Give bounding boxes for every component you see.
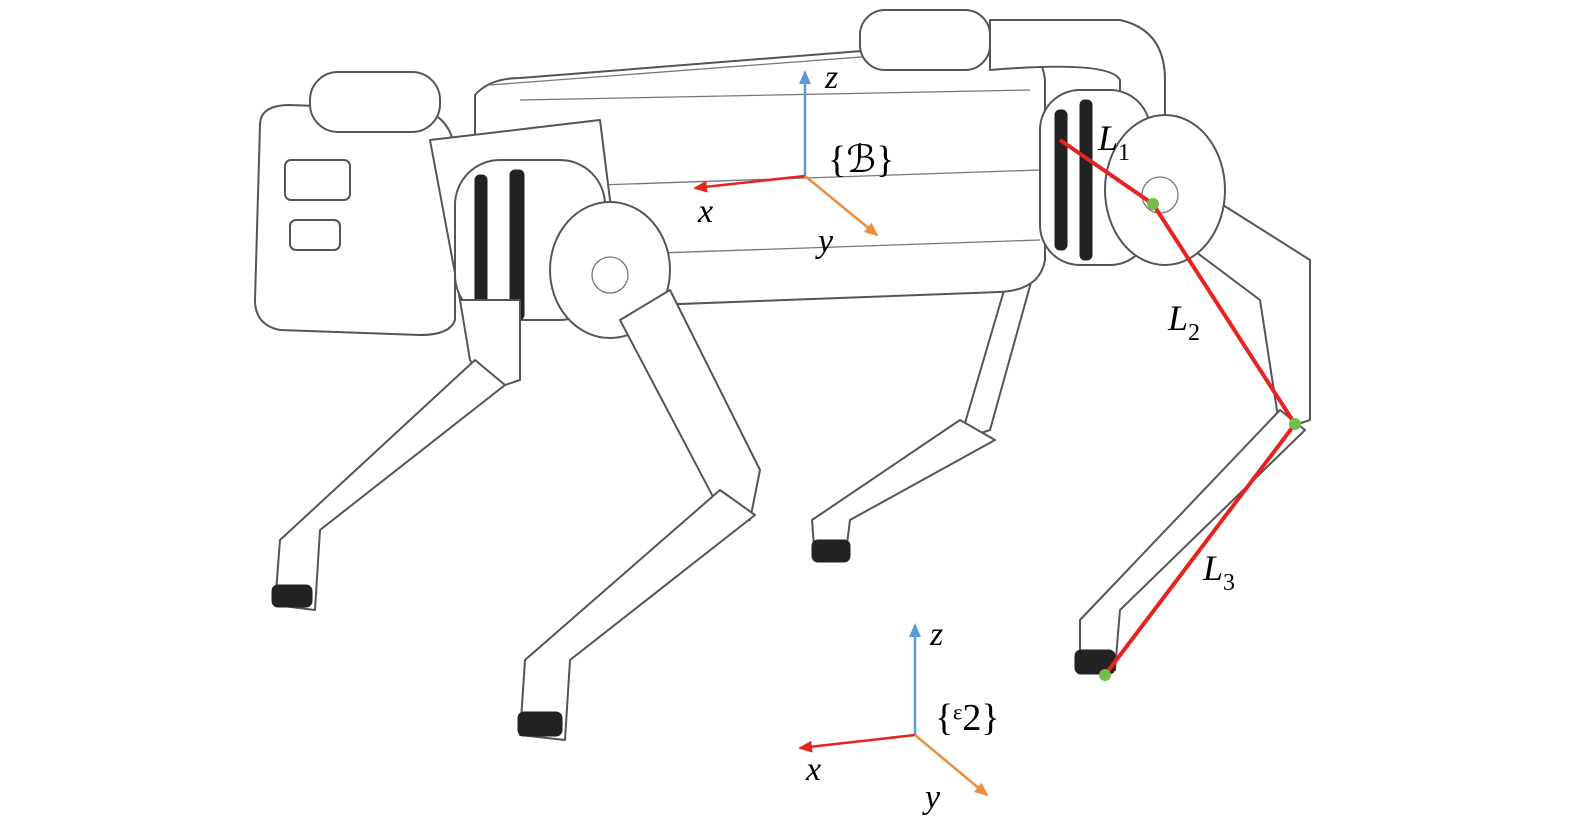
front-knee-hub bbox=[591, 256, 629, 294]
front-left-shank bbox=[519, 489, 756, 741]
link-lines bbox=[1058, 138, 1297, 677]
knee-joint-dot bbox=[1289, 418, 1301, 430]
front-right-shank bbox=[274, 359, 506, 611]
link-l3-label: L3 bbox=[1202, 548, 1235, 596]
link-l2-label: L2 bbox=[1167, 298, 1200, 346]
front-knee-disc bbox=[549, 201, 671, 339]
world-frame-label: {ᵋ2} bbox=[935, 697, 1000, 739]
body-edge-line bbox=[599, 239, 1041, 256]
body-x-axis bbox=[693, 174, 806, 193]
world-y-axis bbox=[914, 734, 989, 797]
world-y-label: y bbox=[922, 779, 941, 816]
motor-band bbox=[1079, 99, 1093, 261]
camera-slot bbox=[284, 159, 351, 201]
rear-left-shank bbox=[1079, 409, 1306, 671]
leg-links: L1 L2 L3 bbox=[1058, 118, 1301, 681]
rear-hip-motor bbox=[859, 9, 991, 71]
hip-joint-dot bbox=[1147, 198, 1159, 210]
world-x-label: x bbox=[805, 751, 821, 788]
front-left-foot bbox=[517, 711, 563, 737]
sensor-slot bbox=[289, 219, 341, 251]
body-x-label: x bbox=[697, 193, 713, 230]
rear-left-knee-disc bbox=[1104, 114, 1226, 266]
foot-joint-dot bbox=[1099, 669, 1111, 681]
front-hip-motor bbox=[309, 71, 441, 133]
robot-head bbox=[254, 104, 456, 336]
rear-right-shank bbox=[811, 419, 996, 561]
body-edge-line bbox=[599, 169, 1041, 186]
motor-band bbox=[509, 169, 525, 321]
world-z-label: z bbox=[929, 616, 943, 653]
robot-drawing bbox=[254, 9, 1311, 741]
body-z-label: z bbox=[824, 59, 838, 96]
motor-band bbox=[474, 174, 488, 316]
link-l1-label: L1 bbox=[1097, 118, 1130, 166]
front-left-thigh bbox=[619, 289, 761, 521]
front-right-foot bbox=[271, 584, 313, 608]
body-frame: z x y {ℬ} bbox=[693, 59, 894, 260]
world-x-axis bbox=[798, 733, 916, 753]
rear-right-foot bbox=[811, 539, 851, 563]
body-y-label: y bbox=[815, 223, 834, 260]
body-y-axis bbox=[804, 175, 879, 237]
body-edge-line bbox=[519, 89, 1031, 101]
world-frame: z x y {ᵋ2} bbox=[798, 616, 1000, 816]
motor-band bbox=[1054, 109, 1068, 251]
body-frame-label: {ℬ} bbox=[828, 139, 894, 181]
